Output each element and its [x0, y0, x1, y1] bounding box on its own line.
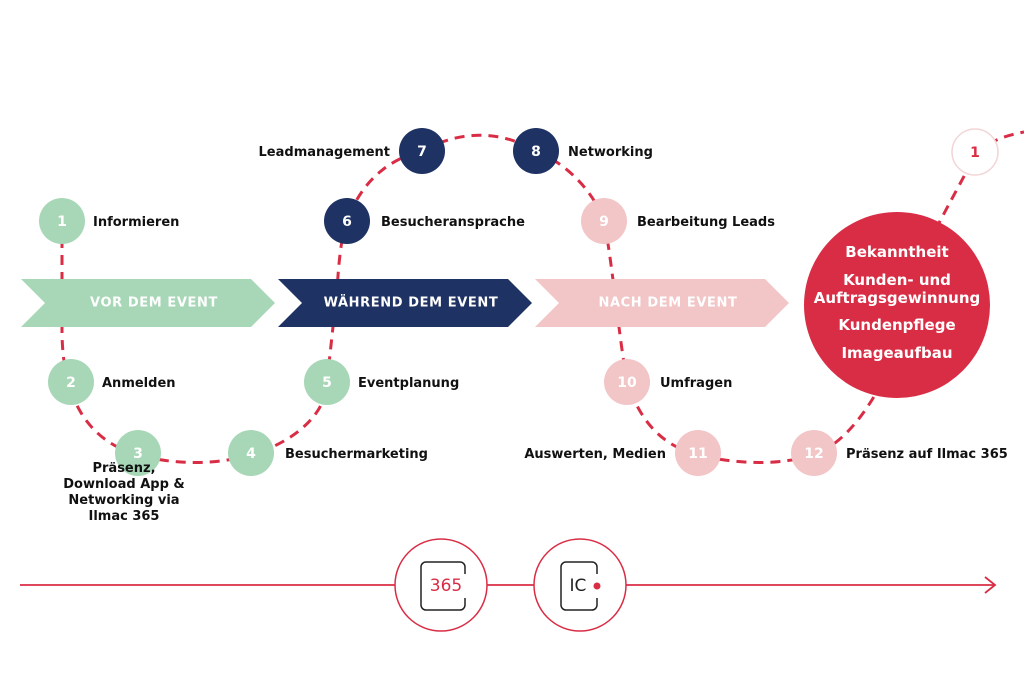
step-number: 12: [804, 446, 823, 462]
phase-3: NACH DEM EVENT: [535, 279, 789, 327]
step-4: 4 Besuchermarketing: [228, 430, 428, 476]
step-circle: [228, 430, 274, 476]
outcome-line: Kundenpflege: [838, 316, 955, 334]
ilmac-365-logo: 365: [394, 538, 488, 632]
step-circle: [48, 359, 94, 405]
step-circle: [791, 430, 837, 476]
step-11: 11 Auswerten, Medien: [524, 430, 721, 476]
step-label: Präsenz auf Ilmac 365: [846, 447, 1008, 462]
step-circle: [324, 198, 370, 244]
step-circle: [604, 359, 650, 405]
step-1: 1 Informieren: [39, 198, 179, 244]
logo-text: IC: [570, 576, 587, 596]
step-circle: [399, 128, 445, 174]
logo-frame-gap: [455, 574, 467, 598]
step-number: 3: [133, 446, 143, 462]
logo-ring: [533, 538, 627, 632]
step-5: 5 Eventplanung: [304, 359, 459, 405]
outcome-line: Kunden- und: [843, 271, 951, 289]
phase-arrow-shape: [278, 279, 532, 327]
step-circle: [39, 198, 85, 244]
step-circle: [115, 430, 161, 476]
outcome-circle-shape: [804, 212, 990, 398]
step-label: Leadmanagement: [259, 145, 390, 160]
phase-label: VOR DEM EVENT: [90, 296, 218, 311]
logo-text: 365: [430, 576, 462, 596]
outcome-line: Imageaufbau: [841, 344, 952, 362]
step-number: 8: [531, 144, 541, 160]
step-label: Auswerten, Medien: [524, 447, 666, 462]
step-number: 6: [342, 214, 352, 230]
step-circle: [513, 128, 559, 174]
step-number: 11: [688, 446, 707, 462]
step-circle: [675, 430, 721, 476]
step-label: Besuchermarketing: [285, 447, 428, 462]
restart-circle: [951, 128, 999, 176]
timeline: 365 IC: [20, 538, 997, 632]
step-10: 10 Umfragen: [604, 359, 732, 405]
outcome-line: Auftragsgewinnung: [814, 289, 981, 307]
step-number: 5: [322, 375, 332, 391]
restart-step-1: 1: [951, 128, 999, 176]
timeline-arrowhead: [984, 576, 997, 594]
phase-arrow-shape: [21, 279, 275, 327]
step-circle: [304, 359, 350, 405]
phase-label: NACH DEM EVENT: [599, 296, 738, 311]
step-12: 12 Präsenz auf Ilmac 365: [791, 430, 1008, 476]
phase-arrows: VOR DEM EVENT WÄHREND DEM EVENT NACH DEM E…: [21, 279, 789, 327]
step-7: 7 Leadmanagement: [259, 128, 445, 174]
step-number: 2: [66, 375, 76, 391]
step-number: 4: [246, 446, 256, 462]
step-circle: [581, 198, 627, 244]
outcome-line: Bekanntheit: [845, 243, 948, 261]
step-label: Eventplanung: [358, 376, 459, 391]
phase-label: WÄHREND DEM EVENT: [324, 295, 499, 311]
step-number: 9: [599, 214, 609, 230]
step-label: Networking: [568, 145, 653, 160]
step-number: 10: [617, 375, 637, 391]
step-label: Umfragen: [660, 376, 732, 391]
restart-number: 1: [970, 145, 980, 161]
phase-1: VOR DEM EVENT: [21, 279, 275, 327]
step-label: Informieren: [93, 215, 179, 230]
step-2: 2 Anmelden: [48, 359, 176, 405]
phase-arrow-shape: [535, 279, 789, 327]
step-label: Besucheransprache: [381, 215, 525, 230]
phase-2: WÄHREND DEM EVENT: [278, 279, 532, 327]
step-number: 1: [57, 214, 67, 230]
ilmac-ic-logo: IC: [533, 538, 627, 632]
step-9: 9 Bearbeitung Leads: [581, 198, 775, 244]
step-8: 8 Networking: [513, 128, 653, 174]
step-6: 6 Besucheransprache: [324, 198, 525, 244]
step-number: 7: [417, 144, 427, 160]
step-label: Anmelden: [102, 376, 176, 391]
logo-dot: [593, 582, 601, 590]
step-label: Bearbeitung Leads: [637, 215, 775, 230]
